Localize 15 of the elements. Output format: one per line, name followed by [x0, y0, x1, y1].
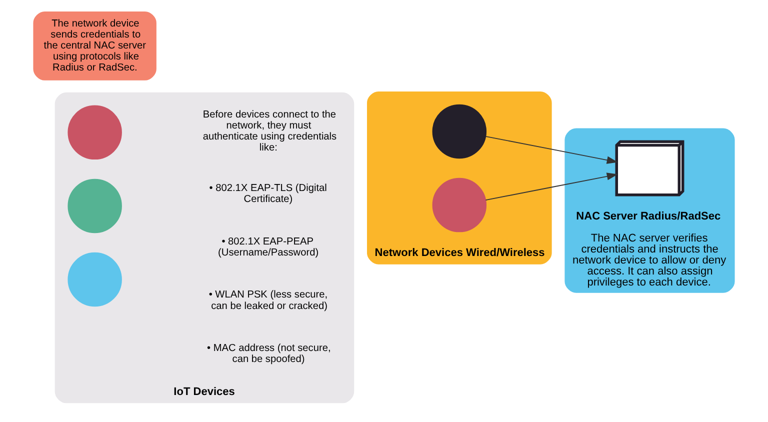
cluster: NAC Server Radius/RadSec The NAC server verifies credentials and instructs the network device to allow or deny access. It can also assign privileges to each device. — [564, 128, 735, 293]
label: Before devices connect to the network, they must authenticate using credentials like: — [202, 109, 337, 154]
arrow — [485, 172, 618, 201]
node-box: The network device sends credentials to the central NAC server using protocols like Radius or RadSec. — [33, 11, 156, 80]
arrow — [485, 136, 618, 164]
node-circle — [68, 105, 122, 160]
label: • WLAN PSK (less secure, can be leaked or cracked) — [208, 290, 328, 312]
label: • 802.1X EAP-PEAP (Username/Password) — [218, 236, 319, 258]
node-circle — [432, 104, 487, 159]
node-circle — [432, 178, 487, 232]
cluster: Network Devices Wired/Wireless — [367, 91, 552, 264]
label: • MAC address (not secure, can be spoofed) — [207, 343, 331, 366]
node-circle — [68, 178, 122, 234]
node-circle — [68, 252, 122, 307]
label: • 802.1X EAP-TLS (Digital Certificate) — [209, 183, 327, 206]
